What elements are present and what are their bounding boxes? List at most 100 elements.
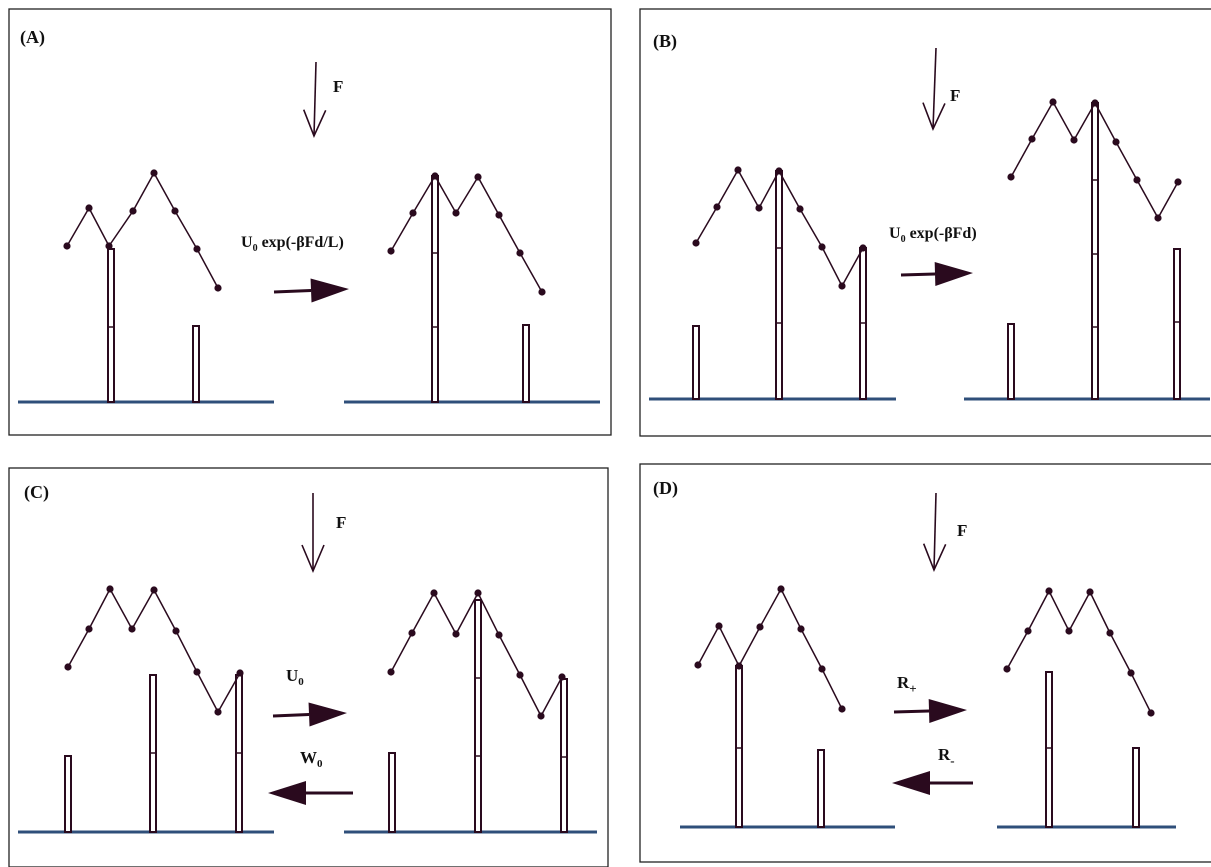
- panel-d-left-chain-bead-2: [735, 662, 743, 670]
- panel-b-right-chain-bead-8: [1174, 178, 1182, 186]
- panel-c-force-label: F: [336, 513, 346, 532]
- panel-a-right-chain-bead-5: [495, 211, 503, 219]
- panel-a-left-chain-bead-1: [85, 204, 93, 212]
- panel-a-right-chain-bead-3: [452, 209, 460, 217]
- panel-d-left-chain-bond-3: [759, 588, 782, 628]
- panel-c-right-chain-bond-4: [477, 592, 500, 636]
- panel-d-right-chain-bond-3: [1068, 591, 1091, 632]
- panel-a-right-chain-bond-3: [455, 176, 479, 214]
- panel-c-right-chain-bond-0: [390, 632, 413, 673]
- panel-c-right-chain-bead-5: [495, 631, 503, 639]
- panel-c-left-chain-bond-3: [131, 589, 155, 630]
- panel-b-left-chain-bead-5: [796, 205, 804, 213]
- panel-d-force-arrow-shaft: [933, 492, 937, 571]
- panel-a-left-chain-bead-4: [150, 169, 158, 177]
- panel-c-right-short-post: [388, 752, 396, 833]
- panel-a-frame: [8, 8, 612, 436]
- panel-a-left-chain-bead-5: [171, 207, 179, 215]
- panel-d-left-chain-bead-1: [715, 622, 723, 630]
- panel-d-force-label: F: [957, 521, 967, 540]
- panel-d-left-chain-bead-3: [756, 623, 764, 631]
- panel-d-forward-arrow-shaft: [893, 709, 930, 714]
- panel-a-force-arrow-head: [302, 109, 327, 139]
- panel-d-left-chain-bond-6: [821, 668, 843, 710]
- panel-b-left-tall-post: [775, 170, 783, 400]
- panel-c-right-chain-bead-2: [430, 589, 438, 597]
- panel-c-left-chain-bead-5: [172, 627, 180, 635]
- panel-b-right-chain-bead-6: [1133, 176, 1141, 184]
- panel-a-right-chain-bond-5: [498, 214, 521, 254]
- panel-a-left-chain-bond-2: [108, 210, 134, 247]
- panel-d-backward-rate-label: R-: [938, 745, 955, 768]
- panel-a-transition-arrow-head: [310, 278, 349, 303]
- panel-b-right-chain-bond-5: [1115, 141, 1138, 181]
- panel-b-right-chain-bead-7: [1154, 214, 1162, 222]
- panel-a-right-chain-bond-0: [390, 212, 414, 252]
- panel-c-left-chain-bond-7: [217, 672, 241, 713]
- panel-b-transition-arrow-shaft: [900, 272, 936, 277]
- panel-a-label: (A): [20, 27, 45, 48]
- panel-c-right-chain-bond-6: [519, 674, 542, 717]
- panel-a-left-short-post: [192, 325, 200, 403]
- panel-a-force-label: F: [333, 77, 343, 96]
- panel-a-left-chain-bead-6: [193, 245, 201, 253]
- panel-c-left-chain-bead-1: [85, 625, 93, 633]
- panel-d-right-chain-bead-0: [1003, 665, 1011, 673]
- panel-b-left-chain-bead-2: [734, 166, 742, 174]
- panel-b-left-chain-bond-3: [758, 170, 780, 209]
- panel-b-right-chain-bead-1: [1028, 135, 1036, 143]
- panel-c-right-chain-bond-2: [433, 592, 457, 635]
- panel-b-left-chain-bead-0: [692, 239, 700, 247]
- panel-c-left-chain-bead-0: [64, 663, 72, 671]
- panel-d-left-chain-bead-7: [838, 705, 846, 713]
- panel-c-right-chain-bond-7: [540, 676, 563, 717]
- panel-a-force-arrow-shaft: [313, 61, 317, 137]
- panel-c-right-chain-bead-6: [516, 671, 524, 679]
- panel-b-rate-label: U0 exp(-βFd): [889, 225, 977, 245]
- panel-b-left-chain-bond-2: [737, 169, 760, 209]
- panel-d-right-chain-bead-5: [1106, 629, 1114, 637]
- panel-d-left-chain-bond-4: [780, 588, 802, 630]
- panel-c-right-right-post: [560, 678, 568, 833]
- panel-b-right-short-post: [1007, 323, 1015, 400]
- panel-b-right-chain-bond-2: [1052, 101, 1075, 141]
- panel-c-right-chain-bead-8: [558, 673, 566, 681]
- diagram-drawing: [18, 47, 1210, 834]
- panel-b-right-chain-bond-7: [1157, 181, 1179, 219]
- panel-d-backward-arrow-head: [892, 771, 930, 795]
- panel-b-right-chain-bead-4: [1091, 99, 1099, 107]
- panel-b-right-chain-bond-0: [1010, 138, 1033, 178]
- panel-d-right-chain-bond-2: [1048, 590, 1070, 632]
- panel-d-label: (D): [653, 478, 678, 499]
- panel-d-forward-arrow-head: [928, 699, 967, 724]
- panel-b-right-chain-bead-5: [1112, 138, 1120, 146]
- panel-c-right-mid-post: [474, 599, 482, 833]
- panel-a-left-chain-bond-3: [132, 172, 155, 212]
- panel-a-right-chain-bead-4: [474, 173, 482, 181]
- panel-d-right-chain-bead-7: [1147, 709, 1155, 717]
- panel-a-right-chain-bond-6: [519, 252, 543, 293]
- panel-b-left-chain-bead-3: [755, 204, 763, 212]
- panel-c-left-chain-bead-2: [106, 585, 114, 593]
- panel-c-label: (C): [24, 482, 49, 503]
- panel-d-right-chain-bond-5: [1109, 632, 1132, 674]
- panel-c-left-chain-bead-4: [150, 586, 158, 594]
- panel-a-left-chain-bead-7: [214, 284, 222, 292]
- panel-c-left-chain-bead-7: [214, 708, 222, 716]
- panel-a-left-chain-bond-1: [88, 207, 110, 247]
- panel-a-left-chain-bond-4: [153, 172, 176, 212]
- panel-a-left-tall-post: [107, 248, 115, 403]
- panel-d-right-chain-bead-2: [1045, 587, 1053, 595]
- panel-d-right-tall-post: [1045, 671, 1053, 828]
- panel-c-left-chain-bead-6: [193, 668, 201, 676]
- panel-c-forward-rate-label: U0: [286, 666, 304, 688]
- panel-c-right-chain-bond-3: [455, 592, 479, 635]
- panel-b-label: (B): [653, 31, 677, 52]
- panel-c-right-chain-bead-1: [408, 629, 416, 637]
- panel-d-right-chain-bond-4: [1089, 591, 1111, 634]
- panel-d-force-arrow-head: [922, 543, 947, 573]
- panel-c-left-chain-bond-2: [109, 588, 133, 630]
- panel-b-left-chain-bond-6: [821, 246, 843, 287]
- panel-a-right-chain-bond-4: [477, 176, 500, 216]
